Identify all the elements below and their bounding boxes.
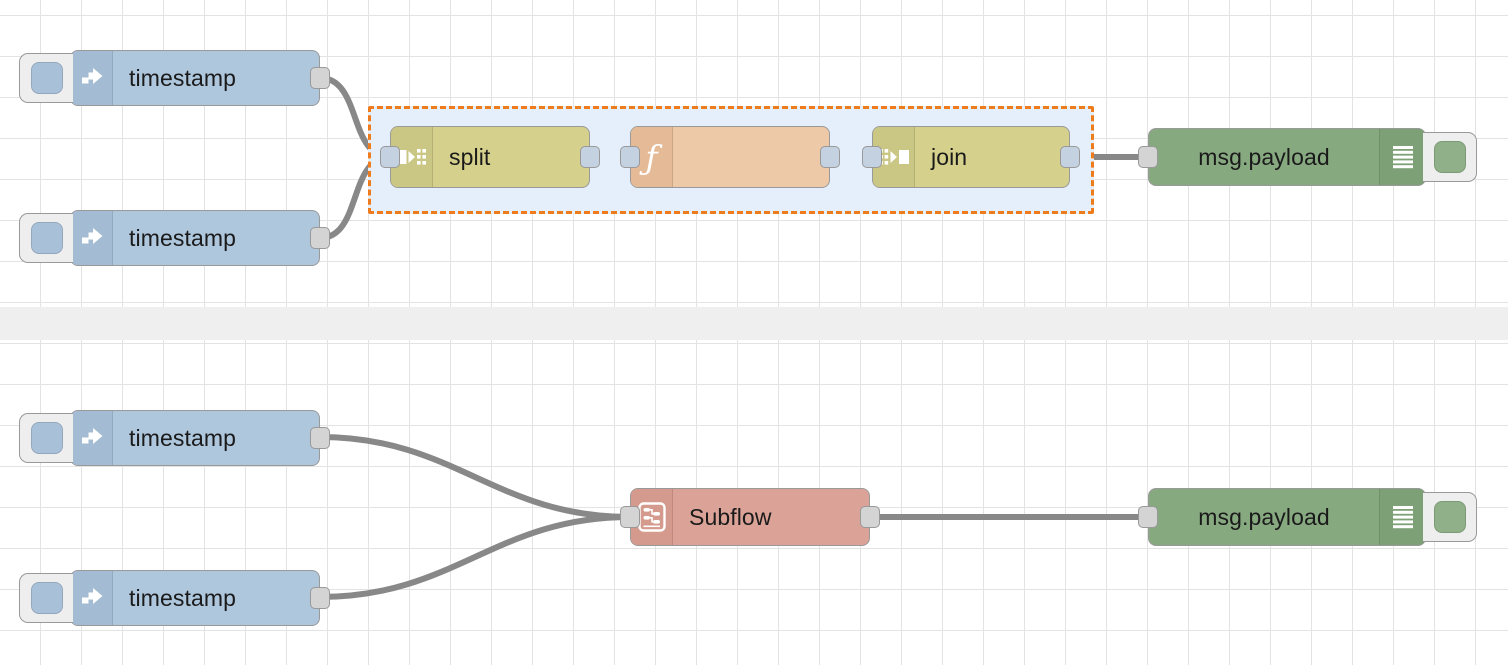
inject-label-1: timestamp	[129, 64, 236, 91]
debug-toggle-button-2[interactable]	[1423, 492, 1477, 542]
output-port[interactable]	[310, 227, 330, 249]
inject-arrow-icon	[71, 211, 113, 265]
inject-trigger-button-2[interactable]	[19, 213, 73, 263]
flow-divider	[0, 307, 1508, 340]
node-subflow[interactable]: Subflow	[620, 488, 880, 546]
node-inject-timestamp-1[interactable]: timestamp	[19, 50, 330, 106]
input-port[interactable]	[620, 506, 640, 528]
inject-arrow-icon	[71, 571, 113, 625]
debug-lines-icon	[1379, 489, 1425, 545]
node-debug-2[interactable]: msg.payload	[1138, 488, 1477, 546]
debug-toggle-button-1[interactable]	[1423, 132, 1477, 182]
inject-label-3: timestamp	[129, 424, 236, 451]
debug-lines-icon	[1379, 129, 1425, 185]
output-port[interactable]	[580, 146, 600, 168]
node-debug-1[interactable]: msg.payload	[1138, 128, 1477, 186]
inject-trigger-button-1[interactable]	[19, 53, 73, 103]
inject-button-knob	[30, 222, 63, 254]
subflow-label: Subflow	[689, 503, 772, 530]
inject-label-4: timestamp	[129, 584, 236, 611]
debug-label-2: msg.payload	[1198, 503, 1330, 530]
output-port[interactable]	[1060, 146, 1080, 168]
inject-button-knob	[30, 582, 63, 614]
inject-button-knob	[30, 62, 63, 94]
node-inject-timestamp-3[interactable]: timestamp	[19, 410, 330, 466]
wire-inject3-subflow	[317, 434, 633, 520]
inject-arrow-icon	[71, 411, 113, 465]
debug-button-knob	[1433, 141, 1466, 173]
input-port[interactable]	[380, 146, 400, 168]
input-port[interactable]	[1138, 506, 1158, 528]
node-join[interactable]: join	[862, 126, 1080, 188]
inject-trigger-button-4[interactable]	[19, 573, 73, 623]
inject-arrow-icon	[71, 51, 113, 105]
wire-inject4-subflow	[317, 514, 633, 600]
output-port[interactable]	[310, 587, 330, 609]
inject-label-2: timestamp	[129, 224, 236, 251]
node-inject-timestamp-2[interactable]: timestamp	[19, 210, 330, 266]
node-inject-timestamp-4[interactable]: timestamp	[19, 570, 330, 626]
node-function[interactable]: ƒ	[620, 126, 840, 188]
input-port[interactable]	[1138, 146, 1158, 168]
inject-button-knob	[30, 422, 63, 454]
debug-button-knob	[1433, 501, 1466, 533]
input-port[interactable]	[862, 146, 882, 168]
output-port[interactable]	[820, 146, 840, 168]
inject-trigger-button-3[interactable]	[19, 413, 73, 463]
node-split[interactable]: split	[380, 126, 600, 188]
input-port[interactable]	[620, 146, 640, 168]
function-label	[673, 127, 829, 187]
output-port[interactable]	[310, 427, 330, 449]
join-label: join	[931, 143, 968, 170]
output-port[interactable]	[310, 67, 330, 89]
debug-label-1: msg.payload	[1198, 143, 1330, 170]
output-port[interactable]	[860, 506, 880, 528]
split-label: split	[449, 143, 491, 170]
